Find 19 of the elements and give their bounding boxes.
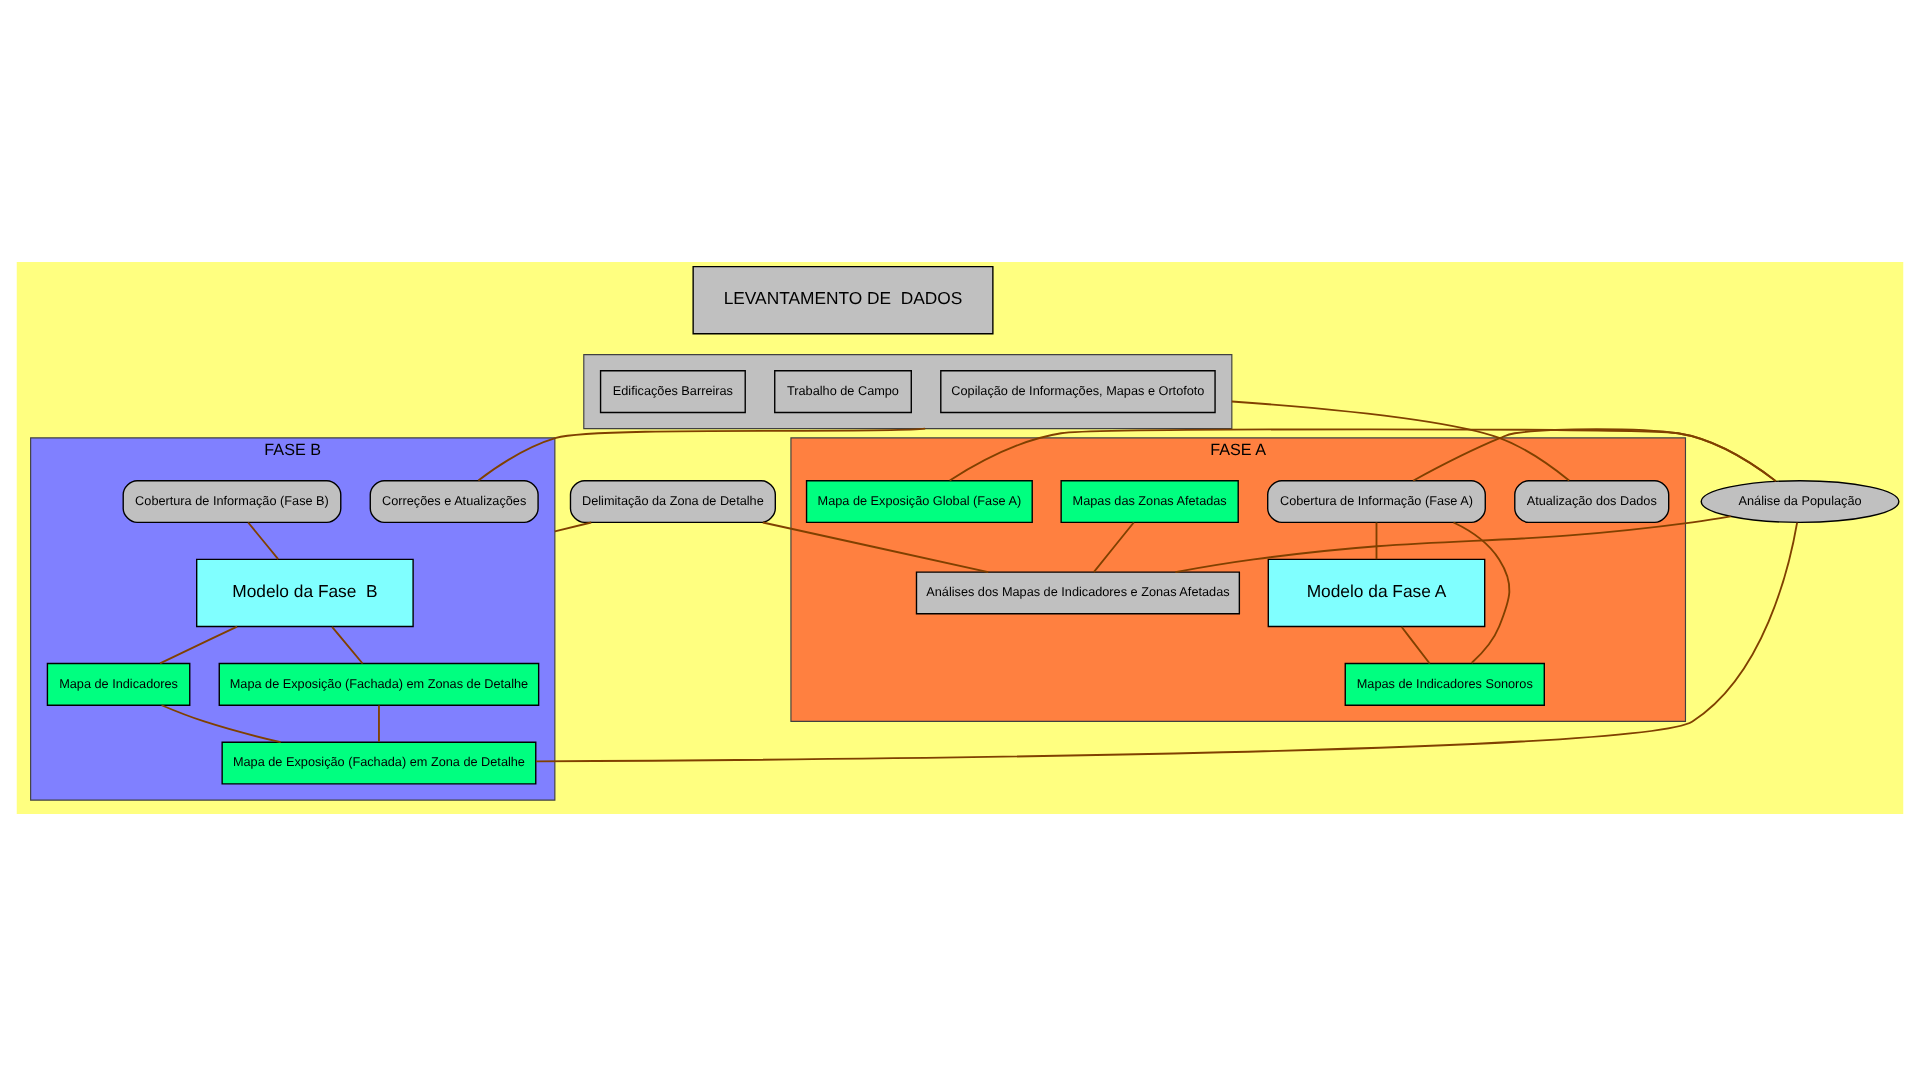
connector xyxy=(159,625,239,665)
connector xyxy=(948,428,1777,483)
node-box: Modelo da Fase B xyxy=(196,558,414,628)
node-box: Modelo da Fase A xyxy=(1267,558,1486,628)
connector xyxy=(160,704,282,744)
connector xyxy=(1375,521,1378,561)
cluster xyxy=(583,354,1233,430)
connector xyxy=(247,521,280,561)
connector xyxy=(553,521,593,533)
connector xyxy=(1174,515,1732,574)
connector xyxy=(1092,521,1135,573)
connector xyxy=(331,625,364,665)
connector xyxy=(477,427,927,482)
connector xyxy=(1400,625,1431,665)
connector xyxy=(1452,521,1511,664)
node-box: LEVANTAMENTO DE DADOS xyxy=(692,265,994,335)
connector xyxy=(1230,400,1571,482)
connector xyxy=(378,704,380,743)
connector xyxy=(535,521,1799,763)
